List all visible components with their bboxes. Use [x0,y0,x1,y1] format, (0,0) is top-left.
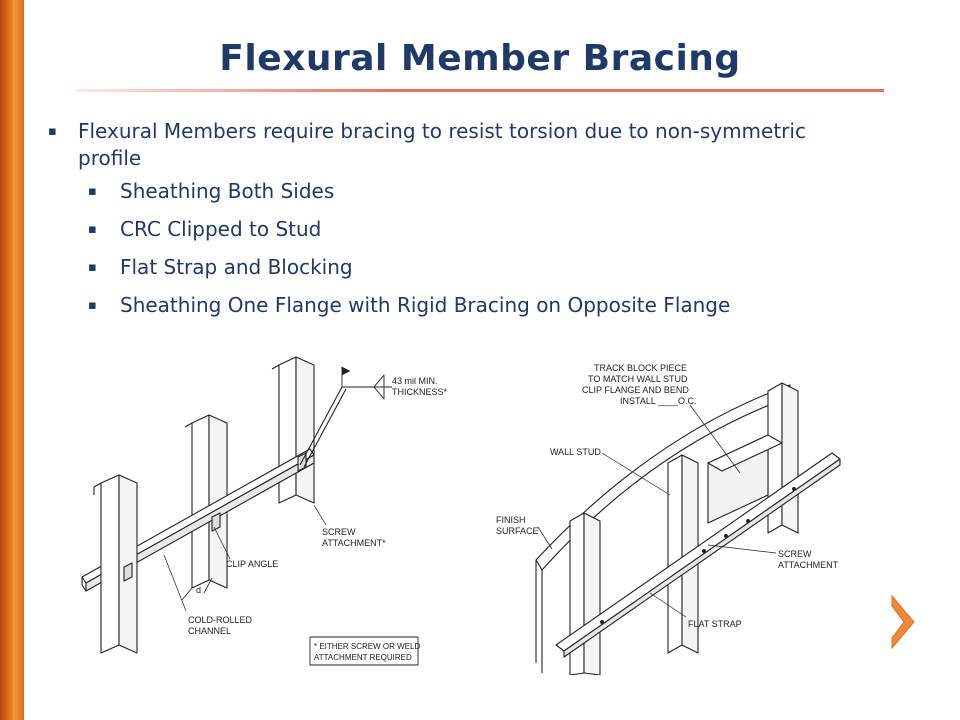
label-clip-angle: CLIP ANGLE [226,559,278,569]
sub-bullet: ▪ CRC Clipped to Stud [48,216,828,243]
label-screw: SCREW [778,549,812,559]
chevron-right-icon[interactable] [886,592,920,652]
crc-bracing-drawing: 43 mil MIN. THICKNESS* SCREW ATTACHMENT*… [81,356,448,666]
bullet-main: ▪ Flexural Members require bracing to re… [48,118,828,172]
sub-bullet-text: Sheathing One Flange with Rigid Bracing … [120,293,731,317]
label-channel-2: CHANNEL [188,626,231,636]
crc-bracing-diagram: 43 mil MIN. THICKNESS* SCREW ATTACHMENT*… [74,345,466,675]
sub-bullet: ▪ Sheathing Both Sides [48,178,828,205]
label-thickness: 43 mil MIN. [392,376,438,386]
bullet-marker: ▪ [88,184,97,199]
label-track-4: INSTALL ____O.C. [620,396,697,406]
label-note: * EITHER SCREW OR WELD [314,642,420,651]
label-track-3: CLIP FLANGE AND BEND [582,385,689,395]
sub-bullet-text: Sheathing Both Sides [120,179,335,203]
label-finish: FINISH [496,515,526,525]
label-screw-2: ATTACHMENT [778,560,839,570]
title-underline [76,89,884,92]
label-finish-2: SURFACE [496,526,539,536]
bullet-marker: ▪ [88,222,97,237]
label-screw: SCREW [322,527,356,537]
bullet-marker: ▪ [88,260,97,275]
bullet-list: ▪ Flexural Members require bracing to re… [48,118,828,319]
sub-bullet-text: Flat Strap and Blocking [120,255,353,279]
sub-bullet-text: CRC Clipped to Stud [120,217,322,241]
label-dimension: d [196,585,201,595]
label-thickness-2: THICKNESS* [392,387,448,397]
flat-strap-drawing: TRACK BLOCK PIECE TO MATCH WALL STUD CLI… [496,363,841,675]
label-track-2: TO MATCH WALL STUD [588,374,688,384]
sub-bullet: ▪ Sheathing One Flange with Rigid Bracin… [48,292,828,319]
bullet-marker: ▪ [48,124,57,139]
label-flat-strap: FLAT STRAP [688,619,742,629]
sub-bullet: ▪ Flat Strap and Blocking [48,254,828,281]
bullet-marker: ▪ [88,298,97,313]
label-channel: COLD-ROLLED [188,615,253,625]
bullet-main-text: Flexural Members require bracing to resi… [78,119,806,170]
label-track: TRACK BLOCK PIECE [594,363,687,373]
label-note-2: ATTACHMENT REQUIRED [314,653,412,662]
label-wall-stud: WALL STUD [550,447,601,457]
flat-strap-diagram: TRACK BLOCK PIECE TO MATCH WALL STUD CLI… [472,345,858,675]
label-screw-2: ATTACHMENT* [322,538,386,548]
decorative-side-bar [0,0,24,720]
slide-title: Flexural Member Bracing [219,38,741,79]
